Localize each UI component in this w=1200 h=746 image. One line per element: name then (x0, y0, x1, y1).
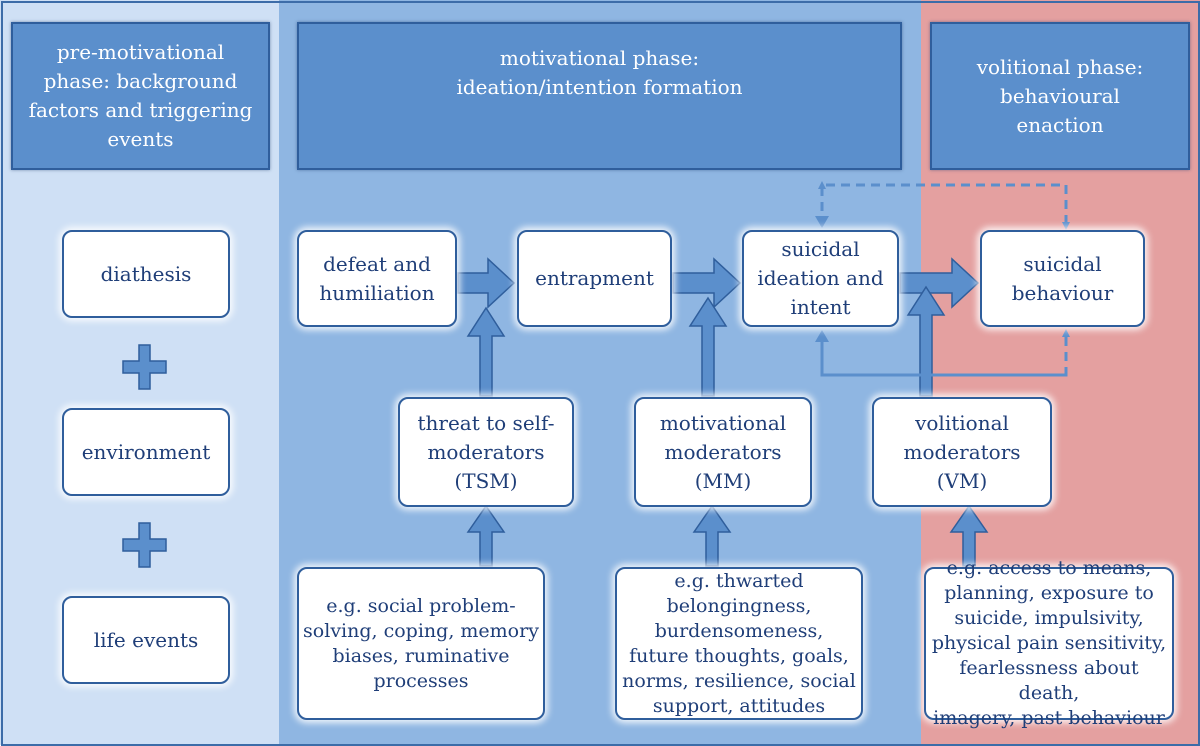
box-vm: volitional moderators (VM) (872, 397, 1052, 507)
arrow-mm-to-entrapment-chain (688, 296, 728, 397)
arrow-tsm-to-defeat-chain (466, 306, 506, 397)
plus-icon (122, 522, 167, 568)
box-examples-tsm: e.g. social problem- solving, coping, me… (297, 567, 545, 720)
box-entrapment: entrapment (517, 230, 672, 327)
dashed-feedback-loop (818, 181, 1070, 377)
arrow-examples-to-tsm (466, 504, 506, 567)
box-mm: motivational moderators (MM) (634, 397, 812, 507)
arrow-defeat-to-entrapment (457, 257, 516, 309)
box-examples-vm: e.g. access to means, planning, exposure… (924, 557, 1174, 729)
box-environment: environment (62, 408, 230, 496)
dashed-arrowhead-top-left (815, 216, 829, 228)
dashed-arrowhead-bottom-left (815, 330, 829, 342)
box-suicidal-behaviour: suicidal behaviour (980, 230, 1145, 327)
arrow-examples-to-vm (949, 504, 989, 567)
arrow-entrapment-to-ideation (672, 257, 742, 309)
box-tsm: threat to self- moderators (TSM) (398, 397, 574, 507)
box-suicidal-ideation: suicidal ideation and intent (742, 230, 899, 327)
box-life-events: life events (62, 596, 230, 684)
header-pre-motivational: pre-motivational phase: background facto… (11, 22, 270, 170)
arrow-ideation-to-behaviour (899, 257, 980, 309)
box-examples-mm: e.g. thwarted belongingness, burdensomen… (615, 567, 863, 720)
header-motivational: motivational phase: ideation/intention f… (297, 22, 902, 170)
header-volitional: volitional phase: behavioural enaction (930, 22, 1190, 170)
box-defeat-humiliation: defeat and humiliation (297, 230, 457, 327)
arrow-examples-to-mm (692, 504, 732, 567)
arrow-vm-to-ideation-chain (906, 285, 946, 397)
box-diathesis: diathesis (62, 230, 230, 318)
plus-icon (122, 344, 167, 390)
